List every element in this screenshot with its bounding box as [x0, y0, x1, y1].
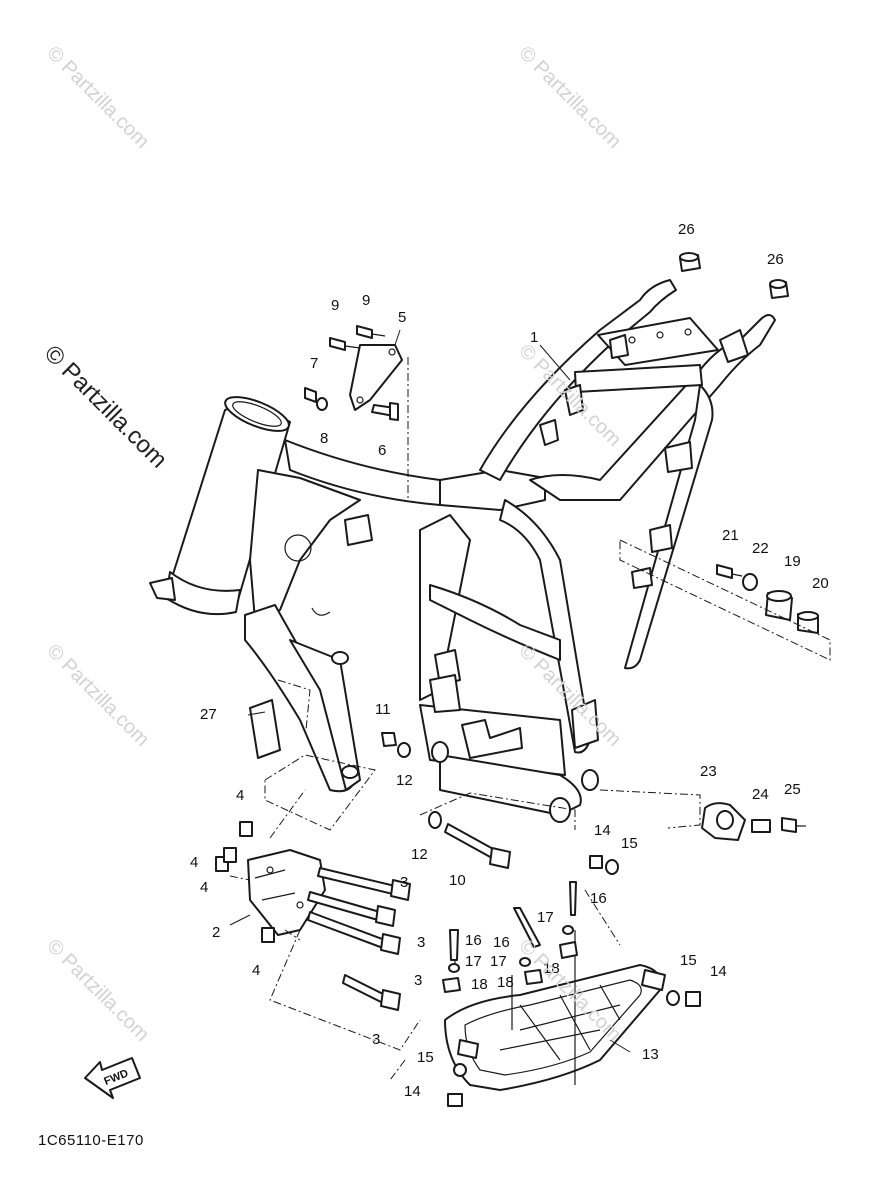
callout-17: 17	[490, 953, 507, 970]
guard-bracket-2	[215, 821, 326, 943]
callout-14: 14	[594, 822, 611, 839]
callout-1: 1	[530, 329, 538, 346]
callout-16: 16	[493, 934, 510, 951]
callout-12: 12	[411, 846, 428, 863]
callout-25: 25	[784, 781, 801, 798]
callout-4: 4	[236, 787, 244, 804]
main-frame	[149, 279, 776, 823]
callout-22: 22	[752, 540, 769, 557]
callout-24: 24	[752, 786, 769, 803]
bracket-assembly	[304, 325, 403, 421]
callout-9: 9	[362, 292, 370, 309]
rubber-cap-26	[679, 252, 789, 299]
callout-26: 26	[678, 221, 695, 238]
fwd-arrow: FWD	[84, 1057, 141, 1099]
callout-19: 19	[784, 553, 801, 570]
guard-strip-27	[249, 699, 281, 759]
leader-lines	[229, 329, 631, 1053]
callout-8: 8	[320, 430, 328, 447]
assembly-lines	[229, 357, 831, 1081]
callout-16: 16	[465, 932, 482, 949]
callout-16: 16	[590, 890, 607, 907]
callout-3: 3	[417, 934, 425, 951]
callout-12: 12	[396, 772, 413, 789]
callout-11: 11	[375, 701, 391, 718]
callout-3: 3	[400, 874, 408, 891]
callout-3: 3	[414, 972, 422, 989]
callout-17: 17	[537, 909, 554, 926]
callout-27: 27	[200, 706, 217, 723]
callout-23: 23	[700, 763, 717, 780]
callout-4: 4	[252, 962, 260, 979]
diagram-code: 1C65110-E170	[38, 1132, 144, 1149]
rear-mount-parts	[701, 802, 806, 841]
engine-mount-parts	[716, 564, 819, 634]
callout-14: 14	[710, 963, 727, 980]
callout-4: 4	[200, 879, 208, 896]
callout-14: 14	[404, 1083, 421, 1100]
bolts-3	[307, 867, 411, 1011]
pivot-bolt-parts	[381, 732, 511, 869]
callout-26: 26	[767, 251, 784, 268]
callout-18: 18	[471, 976, 488, 993]
callout-15: 15	[621, 835, 638, 852]
callout-15: 15	[680, 952, 697, 969]
callout-9: 9	[331, 297, 339, 314]
callout-15: 15	[417, 1049, 434, 1066]
callout-7: 7	[310, 355, 318, 372]
skid-plate-hardware	[442, 855, 701, 1107]
callout-10: 10	[449, 872, 466, 889]
callout-13: 13	[642, 1046, 659, 1063]
callout-3: 3	[372, 1031, 380, 1048]
callout-numbers: 1 2 3 3 3 3 4 4 4 4 5 6 7 8 9 9 10 11 12…	[190, 221, 829, 1100]
callout-18: 18	[497, 974, 514, 991]
callout-6: 6	[378, 442, 386, 459]
callout-2: 2	[212, 924, 220, 941]
callout-18: 18	[543, 960, 560, 977]
callout-17: 17	[465, 953, 482, 970]
callout-21: 21	[722, 527, 739, 544]
callout-4: 4	[190, 854, 198, 871]
callout-5: 5	[398, 309, 406, 326]
callout-20: 20	[812, 575, 829, 592]
